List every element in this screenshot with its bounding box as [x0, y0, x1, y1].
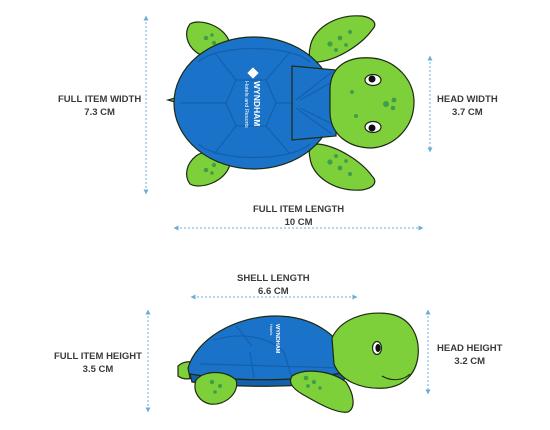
head-height-value: 3.2 CM	[454, 356, 486, 367]
full-item-length-label: FULL ITEM LENGTH 10 CM	[253, 203, 344, 229]
full-item-width-label: FULL ITEM WIDTH 7.3 CM	[58, 93, 141, 119]
head-width-label: HEAD WIDTH 3.7 CM	[437, 93, 498, 119]
full-item-width-title: FULL ITEM WIDTH	[58, 94, 142, 105]
head-height-title: HEAD HEIGHT	[437, 343, 503, 354]
brand-subtitle: Hotels and Resorts	[243, 81, 249, 128]
turtle-top-view: WYNDHAM Hotels and Resorts	[165, 15, 415, 191]
full-item-height-value: 3.5 CM	[82, 364, 114, 375]
full-item-length-value: 10 CM	[284, 217, 313, 228]
side-brand-subtitle: Hotels	[269, 324, 274, 335]
neck	[291, 65, 337, 141]
shell-length-title: SHELL LENGTH	[237, 273, 310, 284]
side-brand-name: WYNDHAM	[274, 324, 280, 354]
front-flipper-bottom	[308, 143, 376, 191]
turtle-side-view: WYNDHAM Hotels	[177, 312, 419, 413]
head-height-label: HEAD HEIGHT 3.2 CM	[437, 342, 502, 368]
front-flipper-top	[308, 15, 376, 63]
full-item-width-value: 7.3 CM	[84, 107, 115, 118]
shell-length-value: 6.6 CM	[258, 286, 289, 297]
shell-length-label: SHELL LENGTH 6.6 CM	[237, 272, 310, 298]
side-back-flipper	[194, 371, 238, 405]
side-wyndham-logo: WYNDHAM Hotels	[269, 324, 280, 354]
full-item-height-title: FULL ITEM HEIGHT	[54, 351, 142, 362]
full-item-length-title: FULL ITEM LENGTH	[253, 204, 345, 215]
shell-pattern	[180, 47, 330, 159]
brand-name: WYNDHAM	[252, 81, 262, 126]
head	[329, 57, 415, 149]
head-width-title: HEAD WIDTH	[437, 94, 498, 105]
side-front-flipper	[289, 370, 354, 413]
head-spots	[350, 90, 397, 118]
head-width-value: 3.7 CM	[452, 107, 483, 118]
full-item-height-label: FULL ITEM HEIGHT 3.5 CM	[54, 350, 142, 376]
